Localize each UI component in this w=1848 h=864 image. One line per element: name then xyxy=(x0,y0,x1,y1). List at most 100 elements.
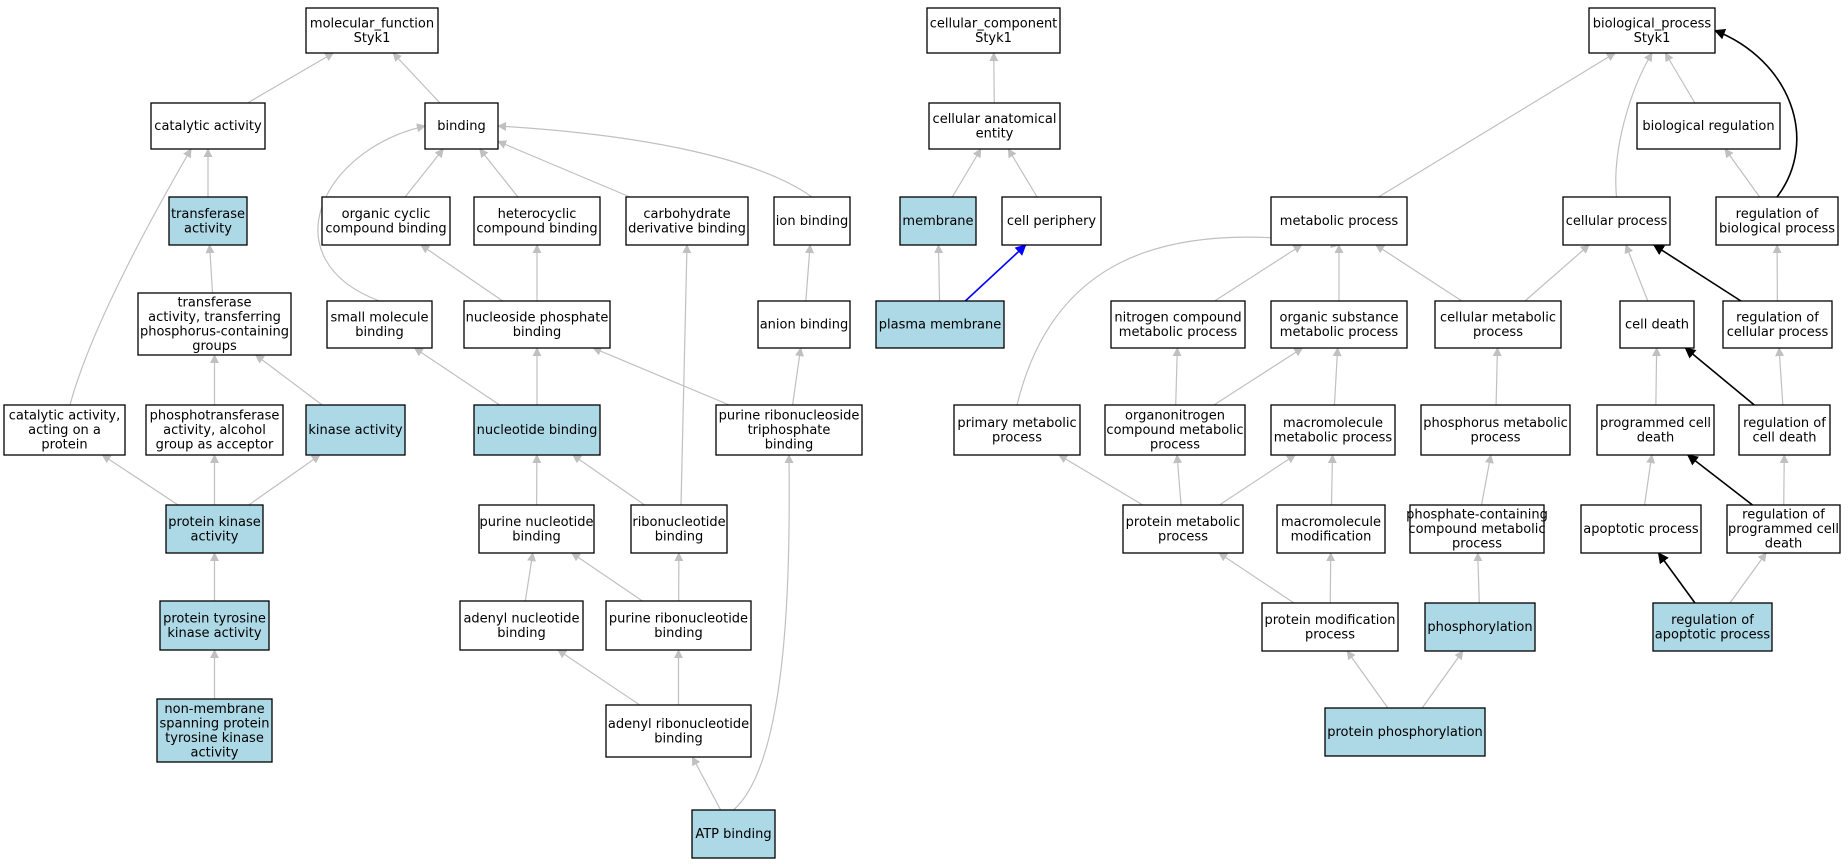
node-box xyxy=(145,404,284,456)
edge-rap-to-rpcd xyxy=(1729,552,1767,604)
edge-apop-to-pcd xyxy=(1643,454,1656,506)
node-label-line: regulation of xyxy=(1736,310,1819,325)
edge-oncmp-to-osmp xyxy=(1213,347,1304,406)
node-label-line: plasma membrane xyxy=(879,318,1002,333)
node-label-line: cellular metabolic xyxy=(1440,310,1556,325)
node-box xyxy=(1562,196,1671,246)
node-label-line: organic cyclic xyxy=(342,207,431,222)
node-label-line: regulation of xyxy=(1736,207,1819,222)
go-term-node-nucb[interactable]: nucleotide binding xyxy=(473,404,601,456)
node-label-line: adenyl ribonucleotide xyxy=(608,717,749,732)
go-term-node-metp[interactable]: metabolic process xyxy=(1270,196,1408,246)
node-label-line: programmed cell xyxy=(1600,416,1711,431)
node-label-line: cellular process xyxy=(1566,214,1668,229)
node-box xyxy=(326,300,433,349)
go-term-node-atp[interactable]: ATP binding xyxy=(691,809,776,859)
go-term-node-cellp[interactable]: cellular process xyxy=(1562,196,1671,246)
node-label-line: ATP binding xyxy=(695,827,771,842)
go-term-node-cper[interactable]: cell periphery xyxy=(1001,196,1102,246)
node-label-line: triphosphate xyxy=(748,423,831,438)
node-box xyxy=(1110,300,1246,349)
node-label-line: membrane xyxy=(902,214,973,229)
node-box xyxy=(150,102,266,150)
node-box xyxy=(424,102,499,150)
node-label-line: nucleotide binding xyxy=(477,423,598,438)
node-label-line: process xyxy=(1452,537,1502,552)
node-label-line: process xyxy=(1473,325,1523,340)
edge-prmp-to-oncmp xyxy=(1173,454,1183,506)
go-term-node-phos[interactable]: phosphorylation xyxy=(1424,602,1536,652)
node-box xyxy=(1636,102,1781,150)
node-box xyxy=(321,196,451,246)
edge-atp-to-prtb xyxy=(733,454,794,811)
node-box xyxy=(605,704,752,758)
node-box xyxy=(1738,404,1831,456)
edge-tatp-to-trans xyxy=(205,244,215,294)
edge-anb-to-ion xyxy=(805,244,815,302)
go-term-node-cdth[interactable]: cell death xyxy=(1619,300,1695,349)
edge-cat-to-mf xyxy=(247,52,335,104)
go-term-node-kin[interactable]: kinase activity xyxy=(305,404,406,456)
node-label-line: transferase xyxy=(177,295,251,310)
go-term-node-pphos[interactable]: protein phosphorylation xyxy=(1324,707,1486,757)
edge-cmp-to-metp xyxy=(1375,244,1463,302)
go-term-node-pmem[interactable]: plasma membrane xyxy=(875,300,1005,349)
go-term-node-ion[interactable]: ion binding xyxy=(773,196,851,246)
edge-ncmp-to-metp xyxy=(1214,244,1303,302)
node-label-line: apoptotic process xyxy=(1655,627,1771,642)
node-label-line: regulation of xyxy=(1743,416,1826,431)
go-term-node-bind[interactable]: binding xyxy=(424,102,499,150)
node-label-line: primary metabolic xyxy=(957,416,1076,431)
go-term-node-mem[interactable]: membrane xyxy=(899,196,977,246)
go-term-node-breg[interactable]: biological regulation xyxy=(1636,102,1781,150)
go-term-node-apop[interactable]: apoptotic process xyxy=(1580,504,1702,554)
node-label-line: organonitrogen xyxy=(1125,409,1225,424)
go-term-node-cat[interactable]: catalytic activity xyxy=(150,102,266,150)
node-label-line: protein kinase xyxy=(168,515,260,530)
edge-rnb-to-nucb xyxy=(572,454,645,506)
go-term-node-anb[interactable]: anion binding xyxy=(757,300,851,349)
edge-rcd-to-cdth xyxy=(1684,347,1755,406)
node-label-line: metabolic process xyxy=(1280,325,1399,340)
